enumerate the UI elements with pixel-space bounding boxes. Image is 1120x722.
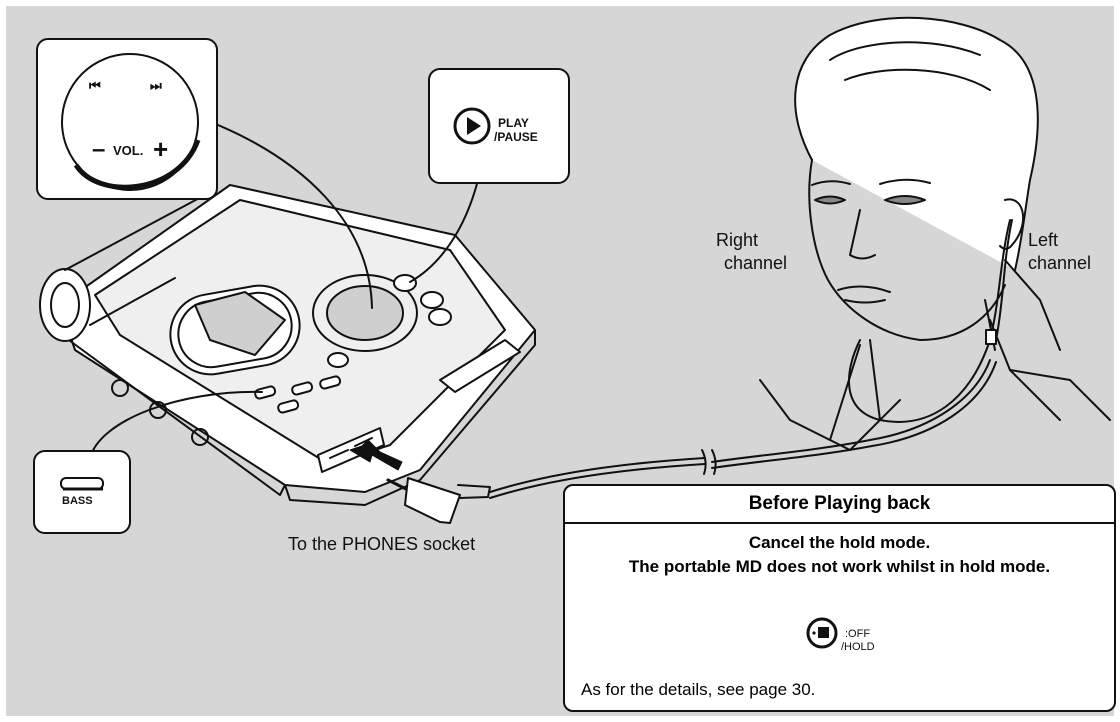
bass-label: BASS xyxy=(62,495,93,507)
left-channel-line2: channel xyxy=(1028,252,1091,275)
skip-back-icon: ⏮ xyxy=(89,78,101,94)
info-line-1: Cancel the hold mode. xyxy=(565,531,1114,555)
play-label: PLAY xyxy=(498,116,529,130)
bass-button-icon xyxy=(59,476,107,492)
skip-forward-icon: ⏭ xyxy=(150,78,162,94)
headphone-plug xyxy=(388,478,490,523)
volume-plus-label: + xyxy=(153,134,168,165)
volume-label: VOL. xyxy=(113,143,143,158)
right-channel-line1: Right xyxy=(716,229,787,252)
info-title: Before Playing back xyxy=(565,486,1114,524)
play-pause-callout: PLAY /PAUSE xyxy=(428,68,570,184)
hold-off-label: :OFF xyxy=(845,628,870,640)
before-playback-box: Before Playing back Cancel the hold mode… xyxy=(563,484,1116,712)
left-channel-line1: Left xyxy=(1028,229,1091,252)
right-channel-label: Right channel xyxy=(716,229,787,275)
bass-callout: BASS xyxy=(33,450,131,534)
play-icon xyxy=(452,106,492,146)
right-channel-line2: channel xyxy=(724,252,787,275)
left-channel-label: Left channel xyxy=(1028,229,1091,275)
volume-callout: ⏮ ⏭ – VOL. + xyxy=(36,38,218,200)
phones-socket-label: To the PHONES socket xyxy=(288,533,475,556)
hold-label: /HOLD xyxy=(841,641,875,653)
volume-minus-label: – xyxy=(92,136,105,164)
info-details: As for the details, see page 30. xyxy=(581,680,815,700)
stop-hold-icon xyxy=(805,616,839,650)
info-line-2: The portable MD does not work whilst in … xyxy=(565,555,1114,579)
pause-label: /PAUSE xyxy=(494,130,538,144)
